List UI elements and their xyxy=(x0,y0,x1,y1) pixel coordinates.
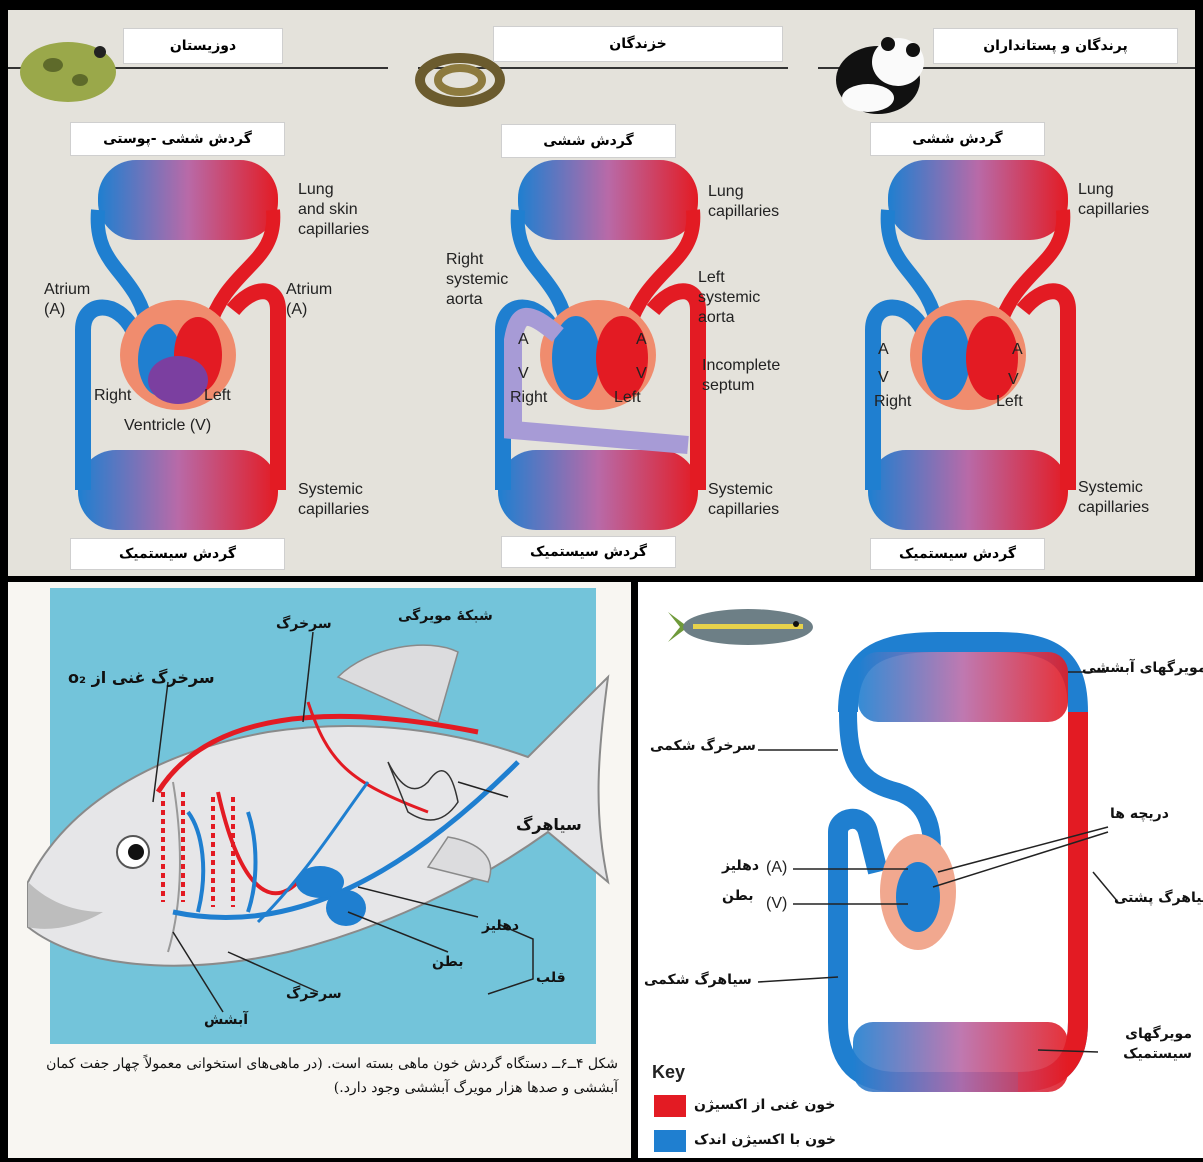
key-label-oxygen-poor: خون با اکسیژن اندک xyxy=(694,1132,836,1148)
amphibian-systemic-label: Systemic capillaries xyxy=(298,480,369,520)
mammal-v-left: V xyxy=(1008,370,1019,390)
label-fish-atrium: دهلیز xyxy=(722,858,759,874)
reptile-right-aorta-label: Right systemic aorta xyxy=(446,250,508,310)
amphibian-atrium-right-label: Atrium (A) xyxy=(44,280,90,320)
pulmonary-title-mammal: گردش ششی xyxy=(870,122,1045,156)
label-capillary-net: شبکهٔ مویرگی xyxy=(398,608,493,624)
amphibian-left-label: Left xyxy=(204,386,231,406)
reptile-right-label: Right xyxy=(510,388,547,408)
fish-loop-heart xyxy=(880,834,956,950)
key-red-swatch xyxy=(654,1095,686,1117)
mammal-systemic-label: Systemic capillaries xyxy=(1078,478,1149,518)
reptile-systemic-capillary-bed xyxy=(498,450,698,530)
mammal-lung-label: Lung capillaries xyxy=(1078,180,1149,220)
systemic-title-reptile: گردش سیستمیک xyxy=(501,536,676,568)
systemic-title-amphibian: گردش سیستمیک xyxy=(70,538,285,570)
amphibian-atrium-left-label: Atrium (A) xyxy=(286,280,332,320)
figure-caption: شکل ۴ــ۶ــ دستگاه گردش خون ماهی بسته است… xyxy=(18,1052,618,1100)
circulation-drawing xyxy=(8,10,1195,576)
reptile-systemic-label: Systemic capillaries xyxy=(708,480,779,520)
label-ventricle: بطن xyxy=(432,954,464,970)
group-label-reptiles: خزندگان xyxy=(493,26,783,62)
label-systemic-capillaries: مویرگهای سیستمیک xyxy=(1102,1024,1192,1064)
amphibian-right-label: Right xyxy=(94,386,131,406)
mammal-lung-capillary-bed xyxy=(888,160,1068,240)
label-artery-bottom: سرخرگ xyxy=(286,986,342,1002)
mammal-a-right: A xyxy=(878,340,889,360)
reptile-a-left: A xyxy=(636,330,647,350)
fish-anatomy-panel: شبکهٔ مویرگی سرخرگ سرخرگ غنی از o₂ سیاهر… xyxy=(8,582,631,1158)
mammal-left-label: Left xyxy=(996,392,1023,412)
panda-icon xyxy=(836,37,924,114)
label-gill-capillaries: مویرگهای آبششی xyxy=(1082,660,1203,676)
vertebrate-circulation-panel: دوزیستان خزندگان پرندگان و پستانداران گر… xyxy=(8,10,1195,576)
systemic-title-mammal: گردش سیستمیک xyxy=(870,538,1045,570)
amphibian-lung-capillary-bed xyxy=(98,160,278,240)
key-title: Key xyxy=(652,1062,685,1082)
amphibian-ventricle-label: Ventricle (V) xyxy=(124,416,211,436)
label-vein: سیاهرگ xyxy=(516,815,582,834)
amphibian-single-ventricle xyxy=(148,356,208,404)
label-atrium-code: (A) xyxy=(766,858,787,878)
label-ventricle-code: (V) xyxy=(766,894,787,914)
group-label-birds-mammals: پرندگان و پستانداران xyxy=(933,28,1178,64)
mammal-a-left: A xyxy=(1012,340,1023,360)
reptile-lung-capillary-bed xyxy=(518,160,698,240)
key-label-oxygen-rich: خون غنی از اکسیژن xyxy=(694,1097,835,1113)
label-fish-ventricle: بطن xyxy=(722,888,754,904)
reptile-left-label: Left xyxy=(614,388,641,408)
fish-circulation-panel: مویرگهای آبششی سرخرگ شکمی دریچه ها دهلیز… xyxy=(638,582,1203,1158)
pulmonary-title-reptile: گردش ششی xyxy=(501,124,676,158)
label-dorsal-vein: سیاهرگ پشتی xyxy=(1114,890,1203,906)
amphibian-lung-label: Lung and skin capillaries xyxy=(298,180,369,240)
label-o2-rich-artery: سرخرگ غنی از o₂ xyxy=(68,668,215,687)
label-atrium: دهلیز xyxy=(482,918,519,934)
pulmocutaneous-title: گردش ششی -پوستی xyxy=(70,122,285,156)
label-ventral-vein: سیاهرگ شکمی xyxy=(644,972,752,988)
snake-icon xyxy=(420,58,500,102)
reptile-v-right: V xyxy=(518,364,529,384)
label-valves: دریچه ها xyxy=(1110,806,1169,822)
reptile-v-left: V xyxy=(636,364,647,384)
mammal-right-label: Right xyxy=(874,392,911,412)
reptile-septum-label: Incomplete septum xyxy=(702,356,780,396)
amphibian-systemic-capillary-bed xyxy=(78,450,278,530)
frog-icon xyxy=(20,42,116,102)
mammal-right-chambers xyxy=(922,316,970,400)
label-ventral-artery: سرخرگ شکمی xyxy=(650,738,756,754)
reptile-a-right: A xyxy=(518,330,529,350)
reptile-left-aorta-label: Left systemic aorta xyxy=(698,268,760,328)
mammal-v-right: V xyxy=(878,368,889,388)
label-heart: قلب xyxy=(536,970,566,986)
reptile-lung-label: Lung capillaries xyxy=(708,182,779,222)
label-artery-top: سرخرگ xyxy=(276,616,332,632)
group-label-amphibians: دوزیستان xyxy=(123,28,283,64)
mammal-systemic-capillary-bed xyxy=(868,450,1068,530)
fish-icon xyxy=(668,609,813,645)
label-gill: آبشش xyxy=(204,1012,248,1028)
key-blue-swatch xyxy=(654,1130,686,1152)
